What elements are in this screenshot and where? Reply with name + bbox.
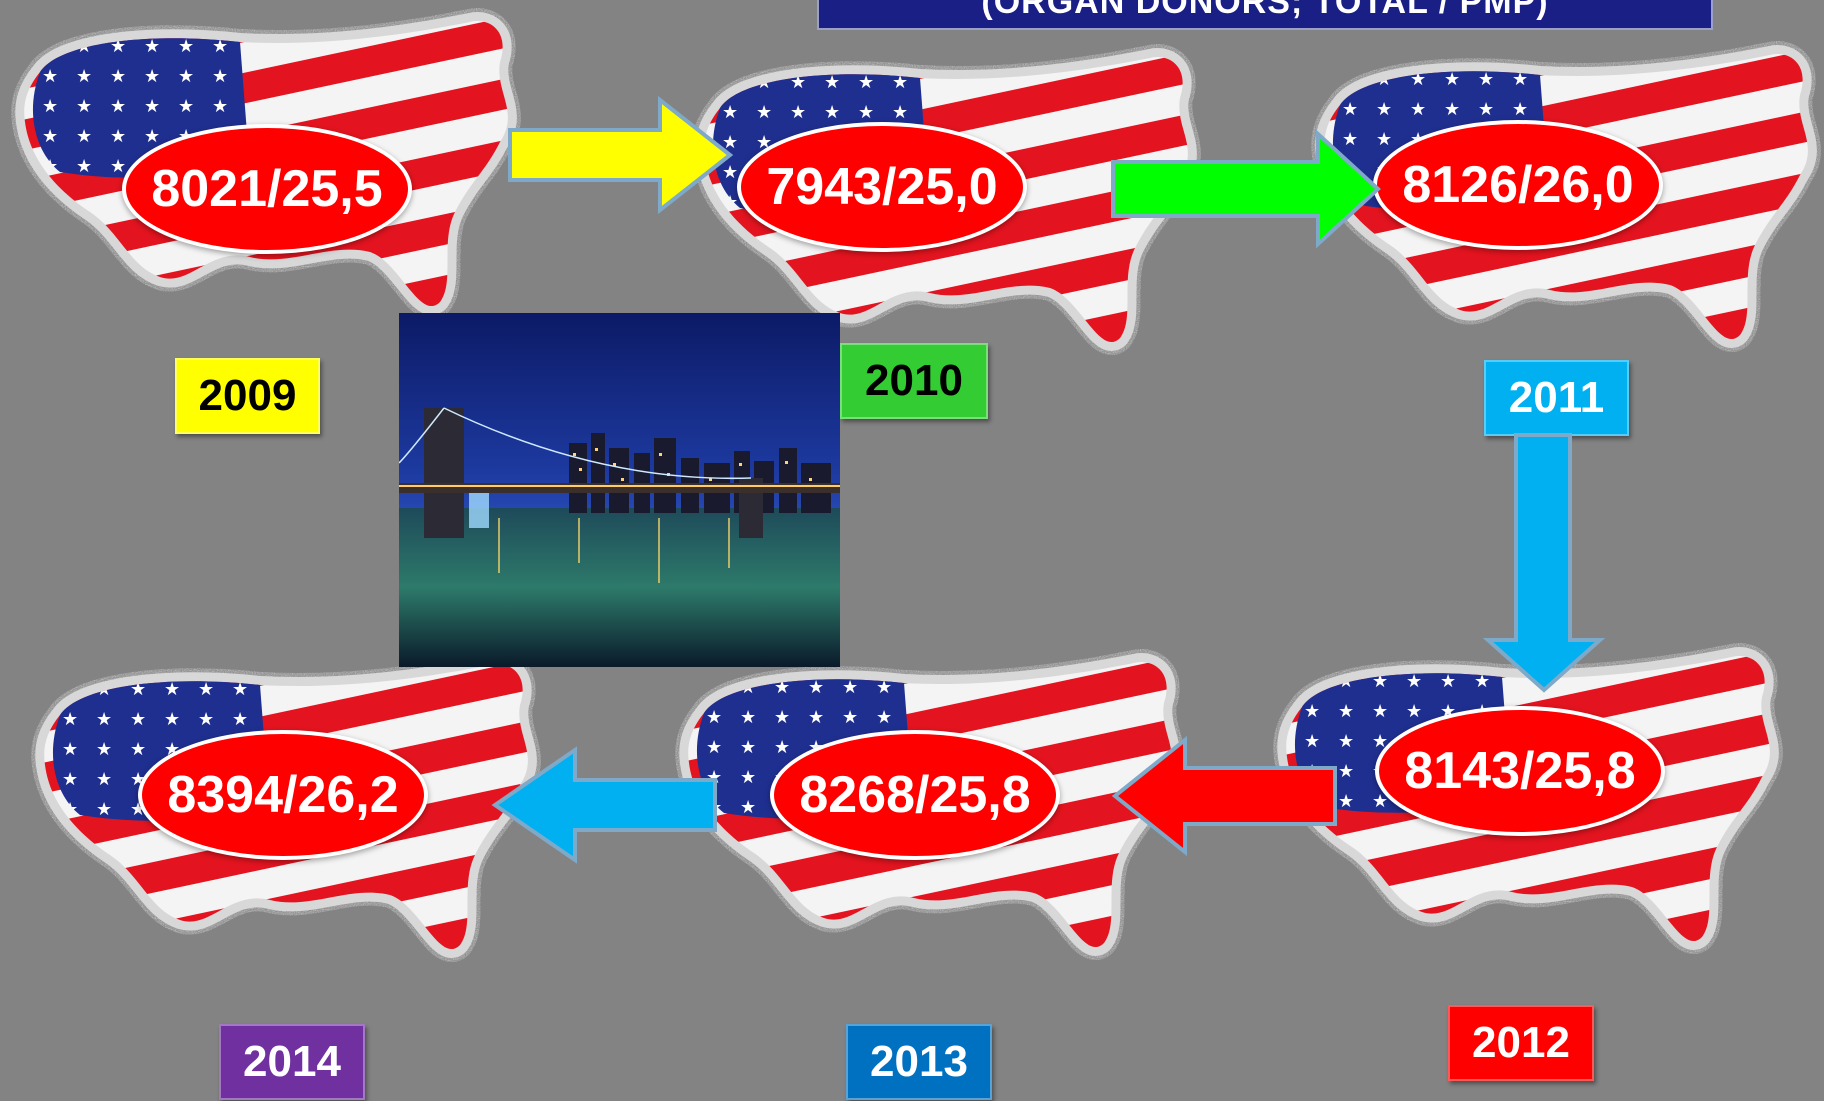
year-label-2010: 2010 bbox=[840, 343, 988, 419]
year-label-2014: 2014 bbox=[219, 1024, 365, 1100]
year-text: 2012 bbox=[1472, 1018, 1570, 1067]
arrow-shape bbox=[491, 746, 717, 864]
arrow-2013-to-2014 bbox=[491, 746, 717, 864]
city-skyline-image bbox=[399, 313, 840, 667]
value-ellipse-2011: 8126/26,0 bbox=[1373, 120, 1663, 250]
year-text: 2011 bbox=[1508, 373, 1605, 422]
year-text: 2014 bbox=[243, 1037, 341, 1086]
title-banner: (ORGAN DONORS; TOTAL / PMP) bbox=[817, 0, 1713, 30]
arrow-down-icon bbox=[1482, 433, 1606, 693]
year-text: 2010 bbox=[865, 356, 963, 405]
value-text: 7943/25,0 bbox=[766, 158, 998, 216]
value-text: 8143/25,8 bbox=[1404, 742, 1636, 800]
arrow-2011-to-2012 bbox=[1482, 433, 1606, 693]
year-label-2013: 2013 bbox=[846, 1024, 992, 1100]
year-label-2012: 2012 bbox=[1448, 1005, 1594, 1081]
arrow-shape bbox=[508, 95, 734, 215]
arrow-2010-to-2011 bbox=[1111, 129, 1381, 249]
arrow-left-icon bbox=[491, 746, 717, 864]
value-ellipse-2013: 8268/25,8 bbox=[770, 730, 1060, 860]
brooklyn-bridge-night-photo bbox=[399, 313, 840, 667]
value-ellipse-2014: 8394/26,2 bbox=[138, 730, 428, 860]
arrow-shape bbox=[1111, 735, 1337, 857]
arrow-right-icon bbox=[508, 95, 734, 215]
value-text: 8394/26,2 bbox=[167, 766, 399, 824]
arrow-2012-to-2013 bbox=[1111, 735, 1337, 857]
value-ellipse-2012: 8143/25,8 bbox=[1375, 706, 1665, 836]
value-text: 8126/26,0 bbox=[1402, 156, 1634, 214]
arrow-left-icon bbox=[1111, 735, 1337, 857]
value-ellipse-2010: 7943/25,0 bbox=[737, 122, 1027, 252]
year-label-2011: 2011 bbox=[1484, 360, 1629, 436]
year-text: 2009 bbox=[198, 371, 297, 420]
arrow-right-icon bbox=[1111, 129, 1381, 249]
value-text: 8021/25,5 bbox=[151, 160, 383, 218]
year-label-2009: 2009 bbox=[175, 358, 320, 434]
title-text: (ORGAN DONORS; TOTAL / PMP) bbox=[981, 0, 1549, 21]
arrow-2009-to-2010 bbox=[508, 95, 734, 215]
value-text: 8268/25,8 bbox=[799, 766, 1031, 824]
arrow-shape bbox=[1111, 129, 1381, 249]
arrow-shape bbox=[1482, 433, 1606, 693]
year-text: 2013 bbox=[870, 1037, 968, 1086]
value-ellipse-2009: 8021/25,5 bbox=[122, 124, 412, 254]
